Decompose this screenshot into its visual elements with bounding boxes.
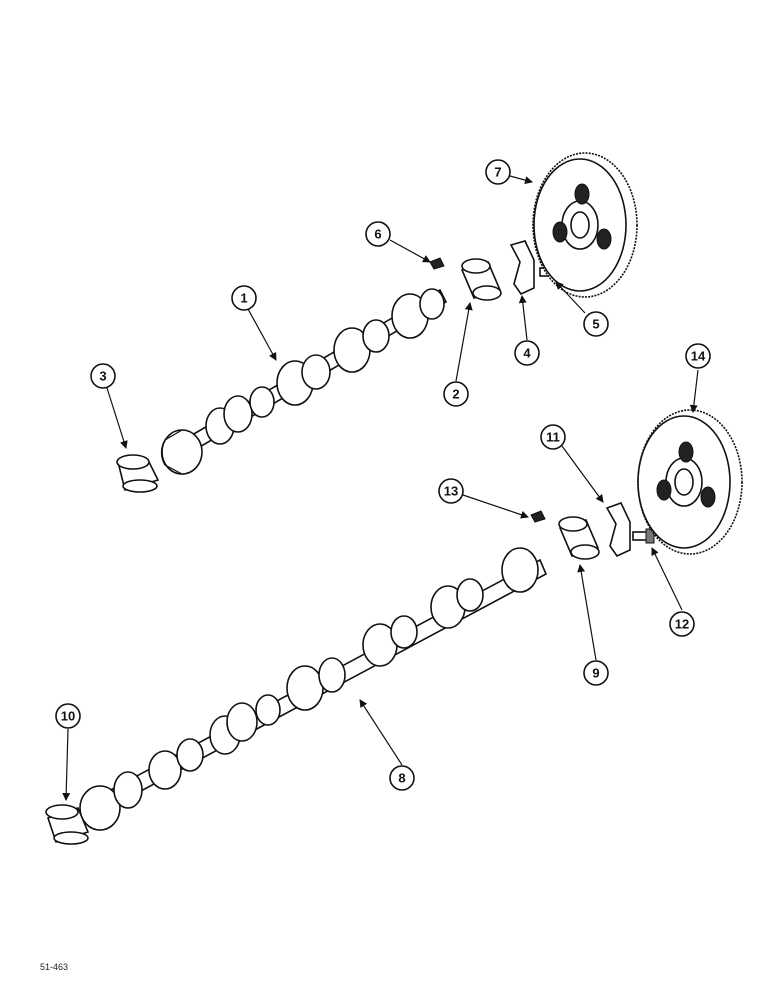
callout-5-label: 5 xyxy=(592,317,599,332)
callout-7-label: 7 xyxy=(494,165,501,180)
callout-9: 9 xyxy=(583,660,609,686)
upper-camshaft xyxy=(160,288,448,475)
callout-14: 14 xyxy=(685,343,711,369)
callout-3: 3 xyxy=(90,363,116,389)
callout-1: 1 xyxy=(231,285,257,311)
upper-cam-gear xyxy=(532,152,638,298)
lower-bolt xyxy=(632,528,655,544)
callout-12: 12 xyxy=(669,611,695,637)
callout-6-label: 6 xyxy=(374,227,381,242)
callout-9-label: 9 xyxy=(592,666,599,681)
callout-10-label: 10 xyxy=(61,709,75,724)
lower-key xyxy=(530,510,546,523)
callout-3-label: 3 xyxy=(99,369,106,384)
callout-10: 10 xyxy=(55,703,81,729)
callout-2-label: 2 xyxy=(452,387,459,402)
upper-thrust-plate xyxy=(509,240,535,296)
callout-8: 8 xyxy=(389,765,415,791)
callout-13: 13 xyxy=(438,478,464,504)
lower-rear-bearing xyxy=(45,804,90,845)
callout-1-label: 1 xyxy=(240,291,247,306)
lower-thrust-plate xyxy=(605,502,631,558)
callout-14-label: 14 xyxy=(691,349,706,364)
callout-13-label: 13 xyxy=(444,484,458,499)
figure-reference: 51-463 xyxy=(40,962,69,972)
callout-5: 5 xyxy=(583,311,609,337)
callout-2: 2 xyxy=(443,381,469,407)
lower-cam-gear xyxy=(637,409,743,555)
callout-6: 6 xyxy=(365,221,391,247)
upper-rear-bearing xyxy=(116,454,160,493)
callout-4: 4 xyxy=(514,340,540,366)
lower-camshaft xyxy=(79,547,548,831)
callout-4-label: 4 xyxy=(523,346,531,361)
callout-12-label: 12 xyxy=(675,617,689,632)
callout-7: 7 xyxy=(485,159,511,185)
upper-key xyxy=(429,257,445,270)
callout-11-label: 11 xyxy=(546,430,560,445)
callout-11: 11 xyxy=(540,424,566,450)
upper-front-bushing xyxy=(460,258,502,301)
leader-lines xyxy=(62,175,699,801)
lower-front-bushing xyxy=(558,516,600,560)
callout-8-label: 8 xyxy=(398,771,405,786)
